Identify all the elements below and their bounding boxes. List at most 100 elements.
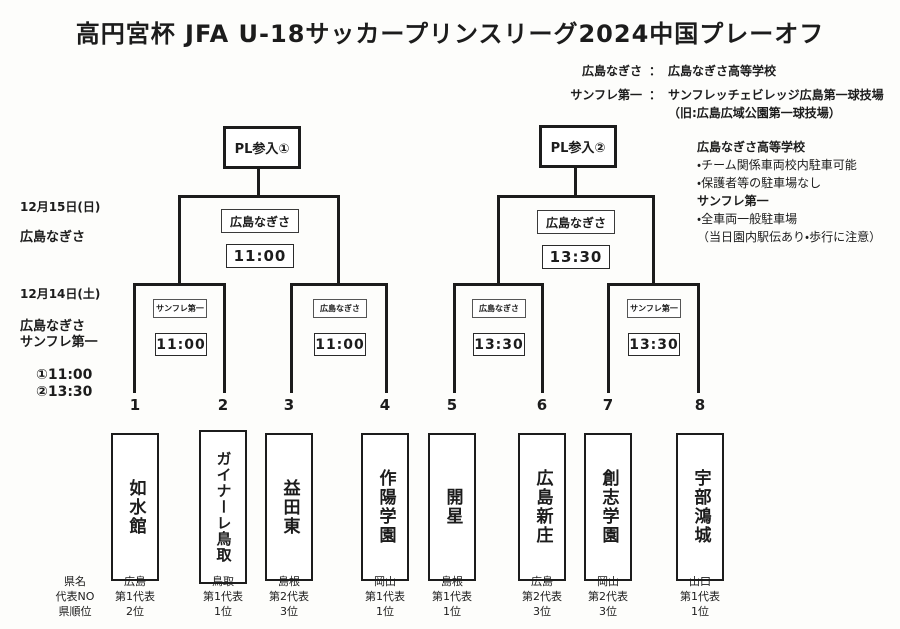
team-pref: 島根 xyxy=(441,575,463,588)
bracket-line xyxy=(607,283,700,286)
team-rank: 1位 xyxy=(376,605,394,618)
team-rank: 3位 xyxy=(599,605,617,618)
bracket-line xyxy=(607,283,610,393)
semifinal-time-box: 13:30 xyxy=(542,245,610,269)
semifinal-time-box: 11:00 xyxy=(226,244,294,268)
pl-entry-box-2: PL参入② xyxy=(539,125,617,168)
team-rank: 3位 xyxy=(280,605,298,618)
seed-number: 7 xyxy=(602,396,614,414)
team-rank: 1位 xyxy=(691,605,709,618)
team-box: 創志学園 xyxy=(584,433,632,581)
notes-item: （当日園内駅伝あり・歩行に注意） xyxy=(697,230,882,244)
legend-full: 広島なぎさ高等学校 xyxy=(668,64,777,78)
team-box: 益田東 xyxy=(265,433,313,581)
round1-time-box: 11:00 xyxy=(155,333,207,356)
bracket-line xyxy=(453,283,456,393)
team-box: 作陽学園 xyxy=(361,433,409,581)
team-rank: 3位 xyxy=(533,605,551,618)
round1-venue-box: サンフレ第一 xyxy=(627,299,681,318)
team-pref: 鳥取 xyxy=(212,575,234,588)
team-info-col: 山口 第1代表 1位 xyxy=(668,574,732,619)
round1-venue-label: サンフレ第一 xyxy=(20,335,98,350)
team-box: 如水館 xyxy=(111,433,159,581)
team-pref: 広島 xyxy=(531,575,553,588)
team-name: 作陽学園 xyxy=(375,469,396,545)
team-name: 益田東 xyxy=(279,478,300,536)
seed-number: 6 xyxy=(536,396,548,414)
parking-notes: 広島なぎさ高等学校 ・チーム関係車両校内駐車可能 ・保護者等の駐車場なし サンフ… xyxy=(697,138,897,246)
final-date-label: 12月15日(日) xyxy=(20,200,101,214)
team-pref: 島根 xyxy=(278,575,300,588)
team-info-col: 岡山 第1代表 1位 xyxy=(353,574,417,619)
bracket-line xyxy=(652,195,655,286)
bracket-line xyxy=(385,283,388,393)
seed-number: 1 xyxy=(129,396,141,414)
bracket-line xyxy=(178,195,181,286)
notes-item: ・チーム関係車両校内駐車可能 xyxy=(697,158,857,172)
round1-venue-box: サンフレ第一 xyxy=(153,299,207,318)
round1-date-label: 12月14日(土) xyxy=(20,287,101,301)
round1-venue-box: 広島なぎさ xyxy=(472,299,526,318)
team-pref: 広島 xyxy=(124,575,146,588)
bracket-line xyxy=(337,195,340,286)
pref-row-label: 県名 xyxy=(64,575,86,588)
team-rep-no: 第1代表 xyxy=(203,590,243,603)
team-name: ガイナーレ鳥取 xyxy=(214,451,233,563)
bracket-line xyxy=(453,283,544,286)
info-row-labels: 県名 代表NO 県順位 xyxy=(38,574,112,619)
pl-entry-box-1: PL参入① xyxy=(223,126,301,169)
seed-number: 3 xyxy=(283,396,295,414)
team-box: 広島新庄 xyxy=(518,433,566,581)
team-rep-no: 第1代表 xyxy=(365,590,405,603)
round1-venue-box: 広島なぎさ xyxy=(313,299,367,318)
team-name: 創志学園 xyxy=(598,469,619,545)
team-rep-no: 第1代表 xyxy=(115,590,155,603)
notes-heading: 広島なぎさ高等学校 xyxy=(697,140,806,154)
rep-no-row-label: 代表NO xyxy=(55,590,95,603)
bracket-line xyxy=(290,283,293,393)
team-name: 如水館 xyxy=(125,478,146,536)
seed-number: 4 xyxy=(379,396,391,414)
bracket-line xyxy=(497,195,500,286)
team-rank: 1位 xyxy=(214,605,232,618)
seed-number: 2 xyxy=(217,396,229,414)
team-name: 開星 xyxy=(442,488,463,526)
legend-colon: ： xyxy=(648,64,661,78)
bracket-line xyxy=(178,195,340,198)
bracket-line xyxy=(697,283,700,393)
legend-colon: ： xyxy=(648,88,661,102)
team-info-col: 島根 第2代表 3位 xyxy=(257,574,321,619)
bracket-line xyxy=(133,283,226,286)
team-pref: 岡山 xyxy=(597,575,619,588)
notes-item: ・全車両一般駐車場 xyxy=(697,212,798,226)
team-info-col: 広島 第2代表 3位 xyxy=(510,574,574,619)
kickoff-time-label: ①11:00 xyxy=(36,367,93,383)
round1-time-box: 13:30 xyxy=(473,333,525,356)
team-rep-no: 第2代表 xyxy=(522,590,562,603)
team-pref: 岡山 xyxy=(374,575,396,588)
team-info-col: 岡山 第2代表 3位 xyxy=(576,574,640,619)
team-info-col: 鳥取 第1代表 1位 xyxy=(191,574,255,619)
legend-abbr: サンフレ第一 xyxy=(570,88,642,102)
team-rank: 2位 xyxy=(126,605,144,618)
seed-number: 5 xyxy=(446,396,458,414)
team-rep-no: 第2代表 xyxy=(588,590,628,603)
bracket-line xyxy=(133,283,136,393)
team-box: ガイナーレ鳥取 xyxy=(199,430,247,584)
bracket-line xyxy=(290,283,388,286)
legend-row: サンフレ第一 ： サンフレッチェビレッジ広島第一球技場 xyxy=(558,86,883,103)
team-name: 広島新庄 xyxy=(532,469,553,545)
final-venue-label: 広島なぎさ xyxy=(20,230,86,245)
legend-abbr: 広島なぎさ xyxy=(581,64,642,78)
team-box: 開星 xyxy=(428,433,476,581)
team-rep-no: 第2代表 xyxy=(269,590,309,603)
bracket-line xyxy=(223,283,226,393)
bracket-line xyxy=(574,161,577,198)
page-title: 高円宮杯 JFA U-18サッカープリンスリーグ2024中国プレーオフ xyxy=(75,20,825,48)
legend-row: 広島なぎさ ： 広島なぎさ高等学校 xyxy=(558,62,776,79)
notes-item: ・保護者等の駐車場なし xyxy=(697,176,822,190)
bracket-line xyxy=(497,195,655,198)
team-box: 宇部鴻城 xyxy=(676,433,724,581)
team-rep-no: 第1代表 xyxy=(432,590,472,603)
